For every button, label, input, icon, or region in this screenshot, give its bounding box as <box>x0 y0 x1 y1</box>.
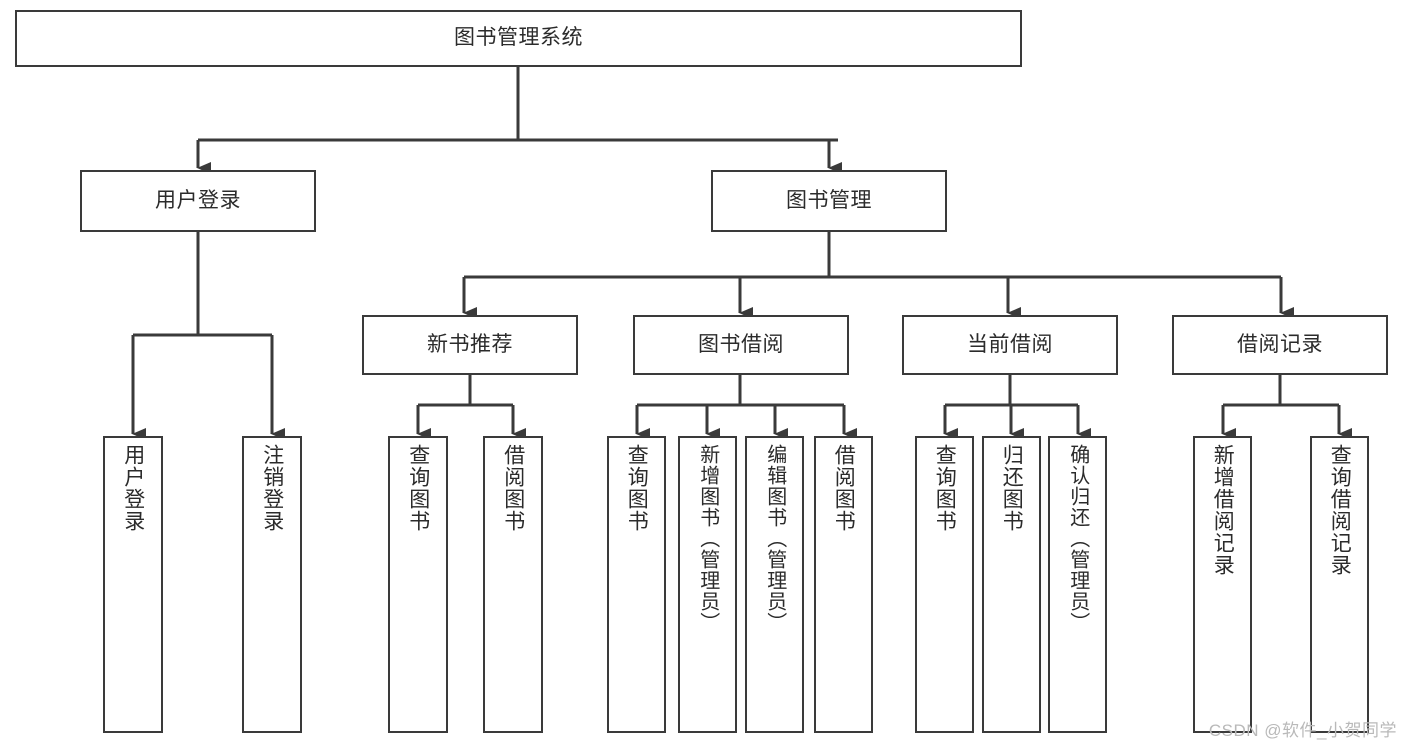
node-leaf-user-login-label: 用户登录 <box>121 444 145 532</box>
node-leaf-edit-book-label: 编辑图书（管理员） <box>763 444 786 633</box>
node-leaf-edit-book[interactable]: 编辑图书（管理员） <box>745 436 804 733</box>
node-leaf-query-book-borrow-label: 查询图书 <box>625 444 649 532</box>
node-leaf-add-book[interactable]: 新增图书（管理员） <box>678 436 737 733</box>
node-leaf-borrow-book[interactable]: 借阅图书 <box>814 436 873 733</box>
watermark: CSDN @软件_小贺同学 <box>1208 721 1397 740</box>
node-leaf-return-book[interactable]: 归还图书 <box>982 436 1041 733</box>
node-leaf-logout-label: 注销登录 <box>260 444 284 532</box>
node-leaf-borrow-book-rec[interactable]: 借阅图书 <box>483 436 543 733</box>
node-borrow-record-label: 借阅记录 <box>1237 332 1323 356</box>
node-new-book-rec-label: 新书推荐 <box>427 332 513 356</box>
node-book-manage[interactable]: 图书管理 <box>711 170 947 232</box>
node-leaf-confirm-return[interactable]: 确认归还（管理员） <box>1048 436 1107 733</box>
node-book-borrow-label: 图书借阅 <box>698 332 784 356</box>
node-leaf-add-record[interactable]: 新增借阅记录 <box>1193 436 1252 733</box>
node-leaf-query-record[interactable]: 查询借阅记录 <box>1310 436 1369 733</box>
node-leaf-confirm-return-label: 确认归还（管理员） <box>1066 444 1089 633</box>
node-borrow-record[interactable]: 借阅记录 <box>1172 315 1388 375</box>
node-leaf-add-record-label: 新增借阅记录 <box>1211 444 1235 576</box>
node-leaf-query-record-label: 查询借阅记录 <box>1328 444 1352 576</box>
node-user-login-label: 用户登录 <box>155 188 241 212</box>
node-new-book-rec[interactable]: 新书推荐 <box>362 315 578 375</box>
node-user-login[interactable]: 用户登录 <box>80 170 316 232</box>
node-leaf-query-book-rec-label: 查询图书 <box>406 444 430 532</box>
node-current-borrow-label: 当前借阅 <box>967 332 1053 356</box>
node-root-label: 图书管理系统 <box>454 26 583 50</box>
node-leaf-user-login[interactable]: 用户登录 <box>103 436 163 733</box>
node-leaf-query-book-borrow[interactable]: 查询图书 <box>607 436 666 733</box>
node-book-manage-label: 图书管理 <box>786 188 872 212</box>
node-book-borrow[interactable]: 图书借阅 <box>633 315 849 375</box>
node-leaf-query-book-current[interactable]: 查询图书 <box>915 436 974 733</box>
node-leaf-return-book-label: 归还图书 <box>1000 444 1024 532</box>
node-leaf-borrow-book-rec-label: 借阅图书 <box>501 444 525 532</box>
node-leaf-logout[interactable]: 注销登录 <box>242 436 302 733</box>
node-leaf-query-book-current-label: 查询图书 <box>933 444 957 532</box>
node-leaf-borrow-book-label: 借阅图书 <box>832 444 856 532</box>
node-root[interactable]: 图书管理系统 <box>15 10 1022 67</box>
node-leaf-query-book-rec[interactable]: 查询图书 <box>388 436 448 733</box>
node-leaf-add-book-label: 新增图书（管理员） <box>696 444 719 633</box>
node-current-borrow[interactable]: 当前借阅 <box>902 315 1118 375</box>
